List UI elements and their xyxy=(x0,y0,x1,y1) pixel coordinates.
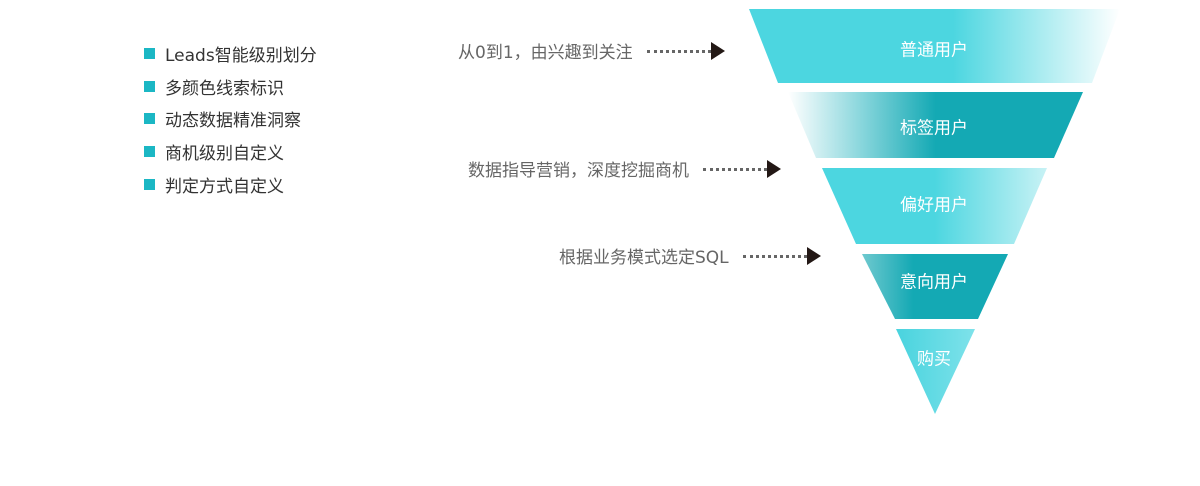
dotted-arrow-icon xyxy=(742,246,821,266)
dotted-arrow-icon xyxy=(646,41,725,61)
feature-item: Leads智能级别划分 xyxy=(144,37,317,70)
funnel-level-5-label: 购买 xyxy=(917,349,951,370)
annotation-label: 从0到1，由兴趣到关注 xyxy=(458,43,633,63)
funnel-level-1-shape xyxy=(749,9,1120,83)
funnel-level-3-shape xyxy=(822,168,1047,244)
square-bullet-icon xyxy=(144,47,155,59)
funnel-level-1-label: 普通用户 xyxy=(900,40,968,61)
feature-label: 商机级别自定义 xyxy=(165,143,284,164)
funnel-level-3-label: 偏好用户 xyxy=(900,195,968,216)
annotation-interest: 从0到1，由兴趣到关注 xyxy=(458,38,725,63)
square-bullet-icon xyxy=(144,145,155,157)
funnel-level-4-shape xyxy=(862,254,1008,319)
feature-label: Leads智能级别划分 xyxy=(165,45,317,66)
annotation-sql: 根据业务模式选定SQL xyxy=(559,243,821,268)
feature-label: 多颜色线索标识 xyxy=(165,78,284,99)
funnel-level-5-shape xyxy=(896,329,975,414)
annotation-label: 数据指导营销，深度挖掘商机 xyxy=(468,161,689,181)
feature-label: 动态数据精准洞察 xyxy=(165,111,301,132)
feature-item: 多颜色线索标识 xyxy=(144,70,317,103)
funnel-level-2-label: 标签用户 xyxy=(900,118,968,139)
annotation-label: 根据业务模式选定SQL xyxy=(559,248,729,268)
dotted-arrow-icon xyxy=(703,159,781,179)
annotation-marketing: 数据指导营销，深度挖掘商机 xyxy=(468,156,781,181)
feature-item: 判定方式自定义 xyxy=(144,168,317,201)
feature-item: 动态数据精准洞察 xyxy=(144,102,317,135)
funnel-level-4-label: 意向用户 xyxy=(900,272,968,293)
feature-list: Leads智能级别划分 多颜色线索标识 动态数据精准洞察 商机级别自定义 判定方… xyxy=(144,37,317,200)
funnel-level-2-shape xyxy=(788,92,1083,158)
square-bullet-icon xyxy=(144,113,155,125)
feature-label: 判定方式自定义 xyxy=(165,176,284,197)
square-bullet-icon xyxy=(144,178,155,190)
feature-item: 商机级别自定义 xyxy=(144,135,317,168)
square-bullet-icon xyxy=(144,80,155,92)
